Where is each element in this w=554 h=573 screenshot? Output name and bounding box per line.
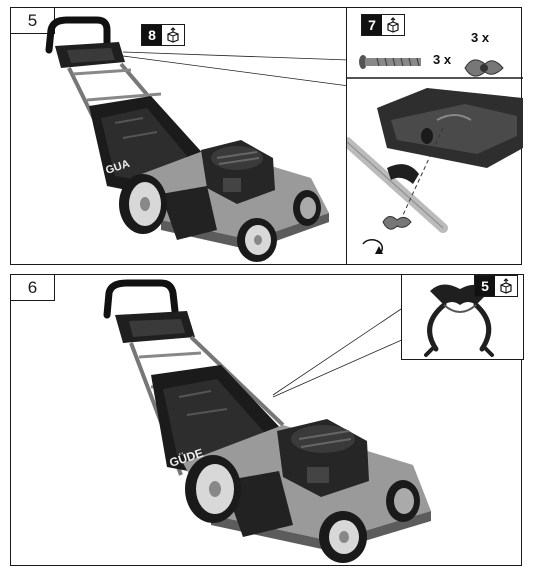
step-6-inset-badge: 5 (474, 275, 518, 297)
badge-number: 8 (142, 25, 162, 45)
box-parts-icon (495, 276, 517, 296)
step-6-number: 6 (11, 275, 55, 301)
step-5-inset-badge: 7 (361, 14, 405, 36)
step-5-mower-illustration: GUA (45, 16, 349, 262)
step-5-panel: 5 GUA (10, 7, 349, 265)
wingnut-quantity: 3 x (471, 30, 490, 45)
badge-number: 7 (362, 15, 382, 35)
box-parts-icon (382, 15, 404, 35)
step-6-panel: 6 GÜDE (10, 274, 524, 566)
box-parts-icon (162, 25, 184, 45)
step-5-detail-illustration (347, 55, 523, 254)
step-6-mower-illustration: GÜDE (103, 279, 431, 563)
wing-nut-icon (464, 59, 504, 77)
handle-clip-illustration (424, 284, 494, 357)
screw-quantity: 3 x (433, 52, 452, 67)
step-5-main-badge: 8 (141, 24, 185, 46)
badge-number: 5 (475, 276, 495, 296)
rotate-arrow-icon (362, 239, 384, 254)
screw-icon (359, 55, 421, 69)
step-5-detail-inset: 7 3 x 3 x (346, 7, 523, 265)
step-6-detail-inset: 5 (401, 274, 524, 360)
